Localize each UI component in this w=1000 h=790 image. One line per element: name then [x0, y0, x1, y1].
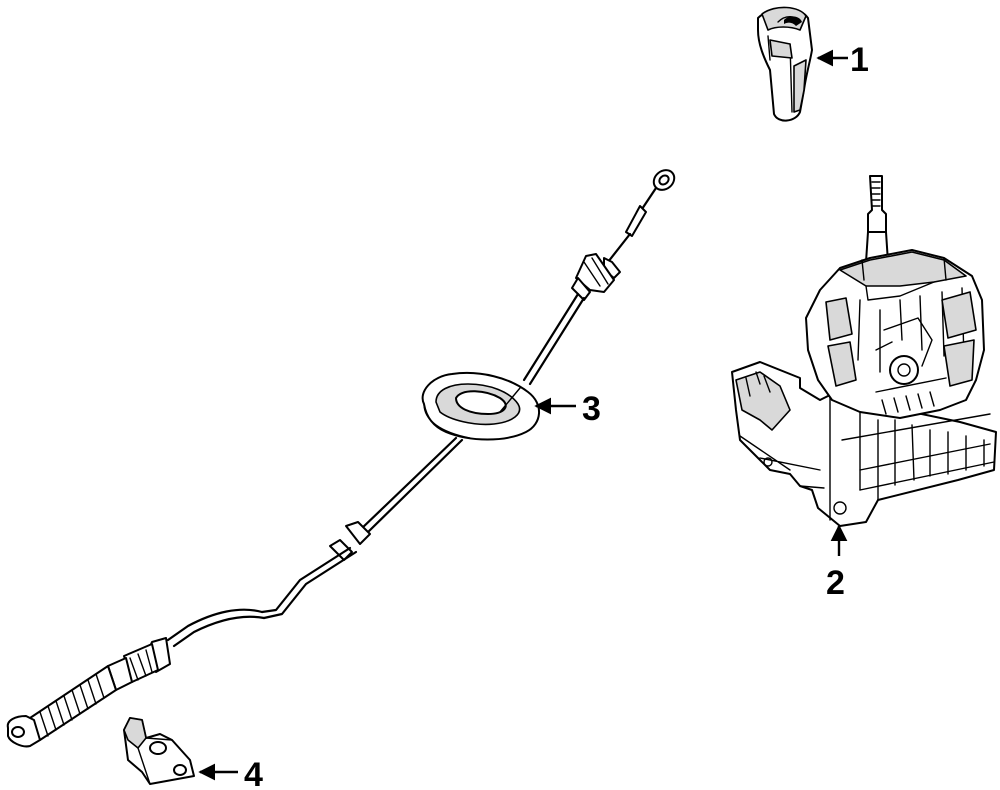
callout-1: 1 [816, 41, 869, 79]
callout-label-4: 4 [244, 756, 263, 790]
shift-knob-part[interactable] [757, 6, 813, 122]
callout-4: 4 [198, 756, 263, 790]
callout-label-3: 3 [582, 390, 601, 428]
callout-label-2: 2 [826, 564, 845, 602]
shift-cable-part[interactable] [6, 166, 678, 748]
callout-label-1: 1 [850, 41, 869, 79]
callout-2: 2 [826, 524, 848, 602]
shifter-assembly-part[interactable] [731, 175, 997, 527]
bracket-part[interactable] [123, 717, 195, 785]
callout-3: 3 [534, 390, 601, 428]
